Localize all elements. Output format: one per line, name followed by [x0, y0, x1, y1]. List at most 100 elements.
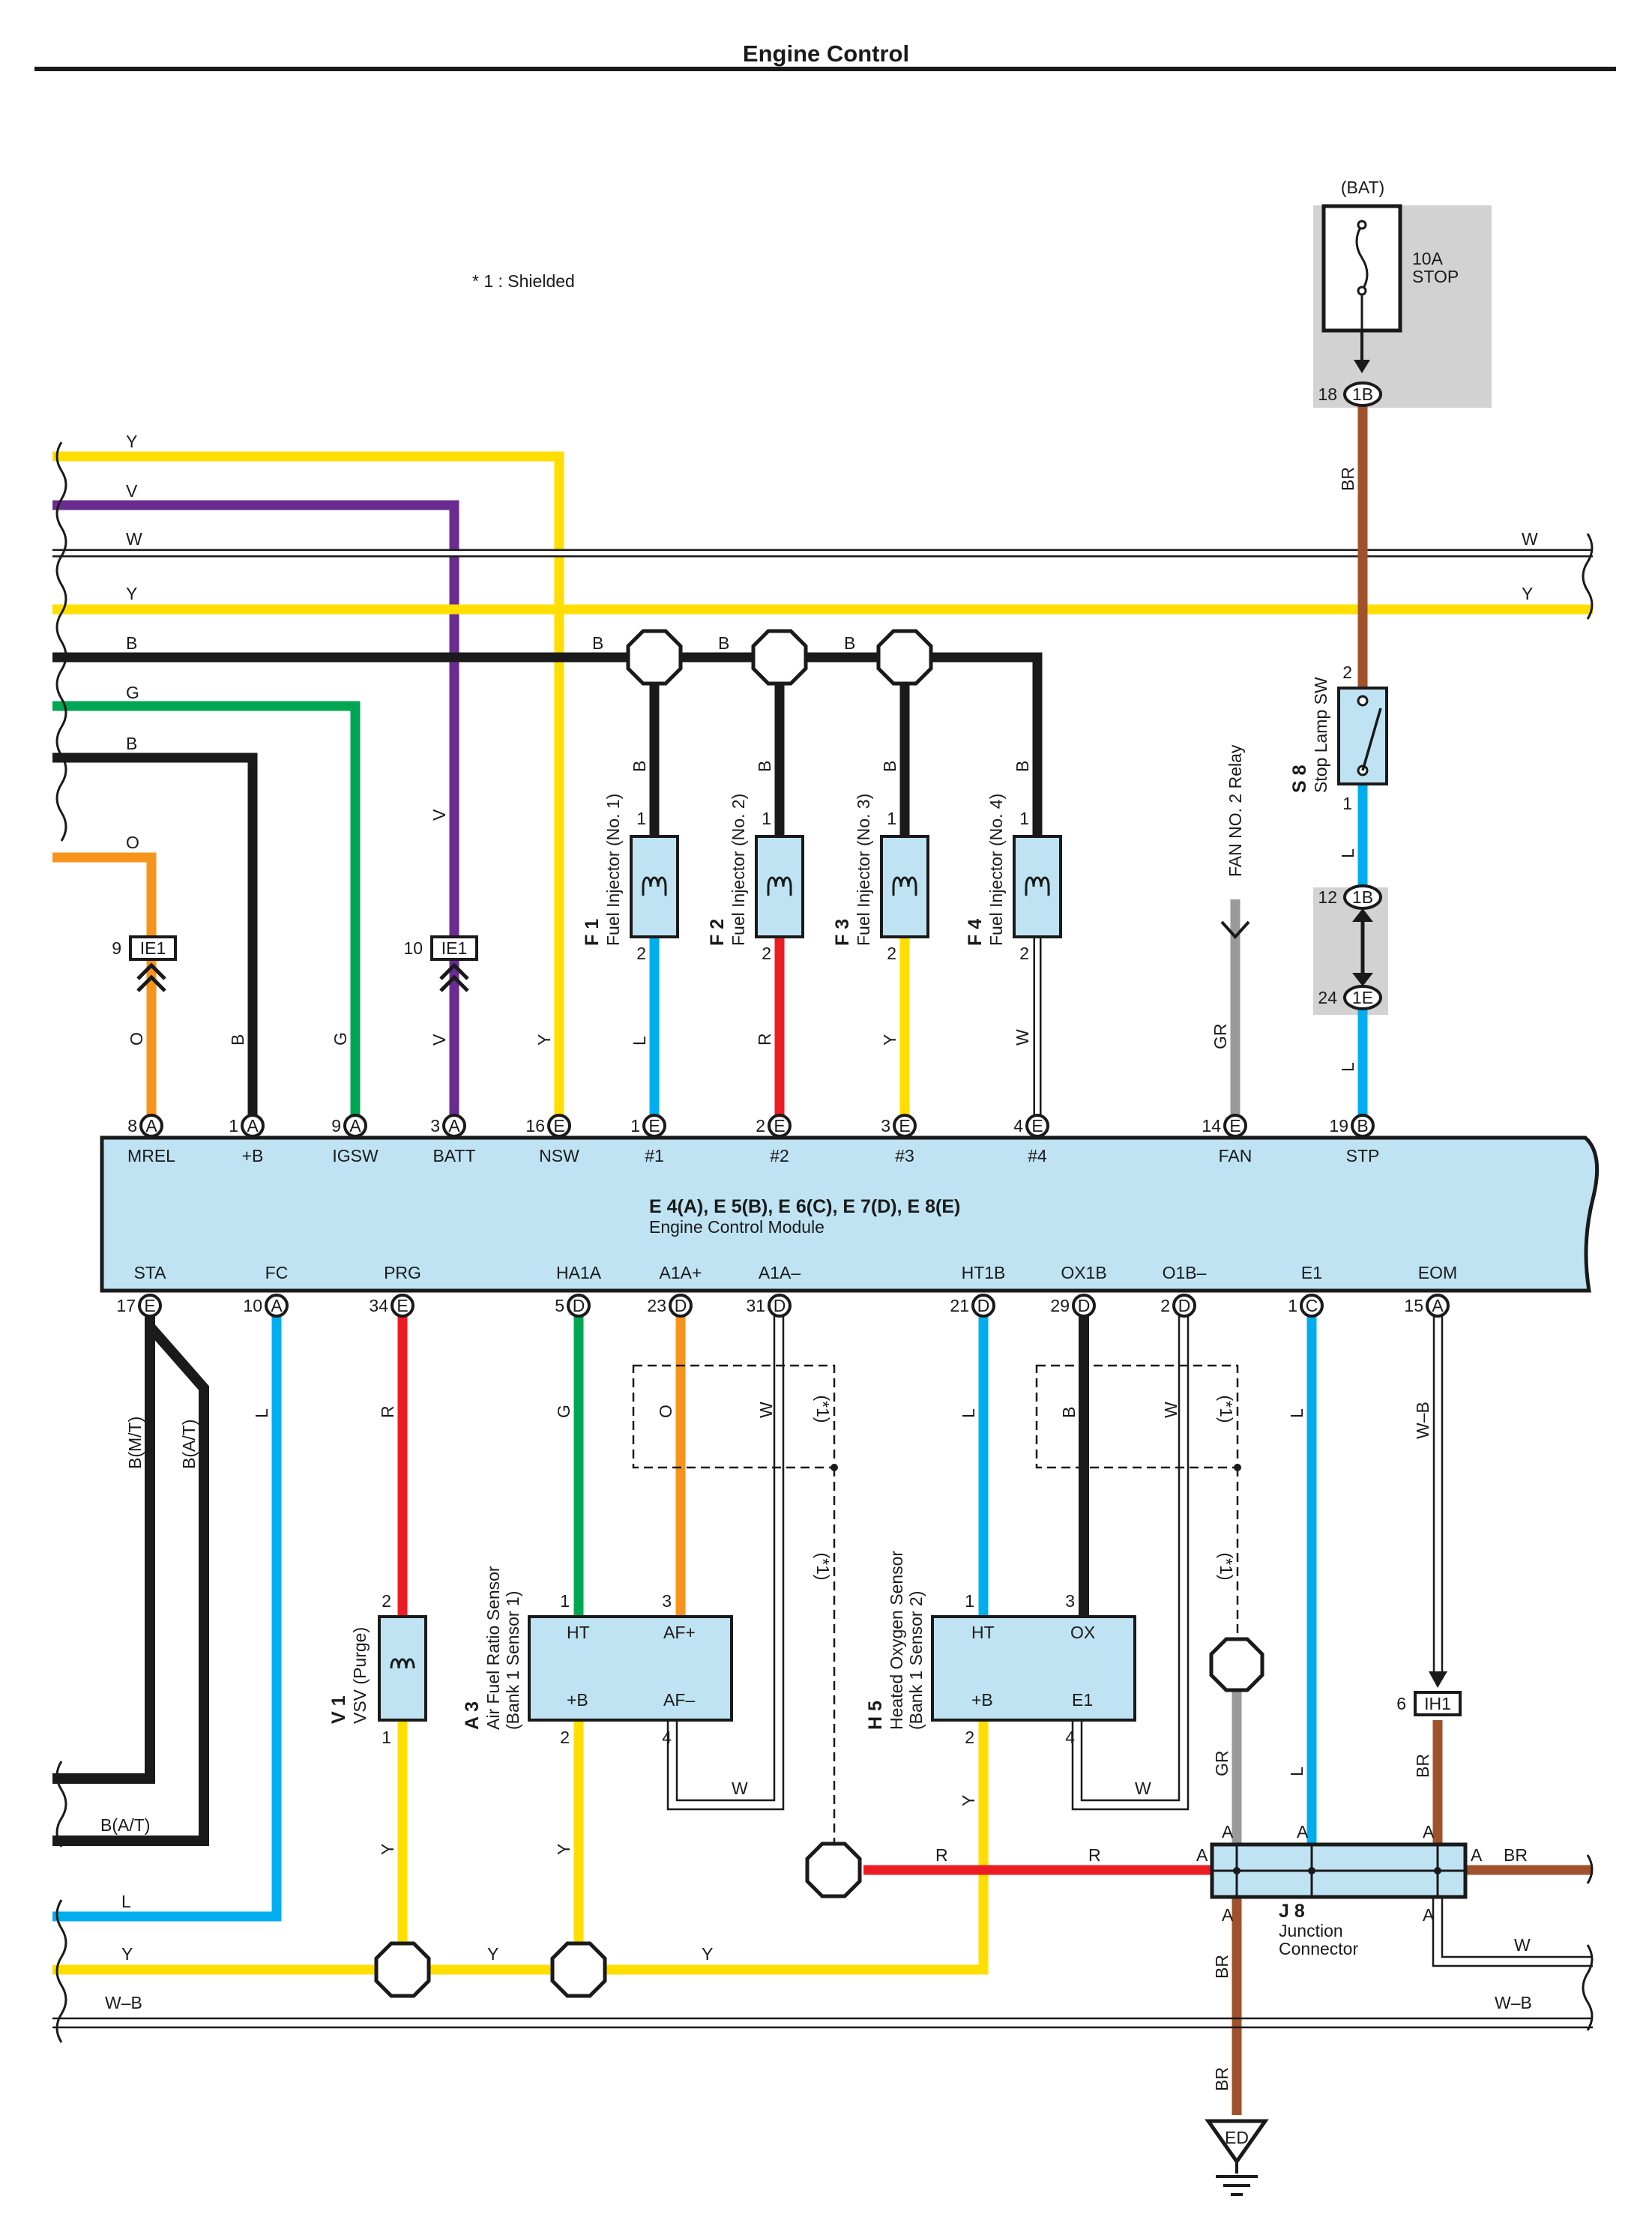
ie1-connector-a	[129, 935, 177, 961]
ih1-pin: 6	[1396, 1694, 1406, 1713]
vsv-pin-top: 2	[382, 1591, 391, 1611]
fuse-connector	[1343, 381, 1382, 407]
shield-label-o2: (*1)	[1217, 1395, 1236, 1423]
af-afp: AF+	[663, 1623, 696, 1642]
ecm-pin	[442, 1114, 466, 1138]
wire-color-label: GR	[1212, 1751, 1232, 1777]
af-p1: 1	[560, 1591, 570, 1611]
ecm-pin-number: 1	[630, 1116, 640, 1135]
ih1-connector	[1414, 1691, 1462, 1716]
wire-color-label: V	[126, 481, 138, 501]
ecm-name: E 4(A), E 5(B), E 6(C), E 7(D), E 8(E)	[649, 1196, 960, 1217]
ecm-pin-number: 3	[881, 1116, 890, 1135]
inj4-code: F 4	[965, 919, 986, 946]
ecm-pin-label: IGSW	[332, 1146, 379, 1165]
inj3-pin1: 1	[887, 809, 896, 828]
j8-code: J 8	[1279, 1901, 1305, 1922]
o2-ox: OX	[1070, 1623, 1095, 1642]
af-sensor	[528, 1615, 733, 1722]
shield-label-af: (*1)	[813, 1395, 833, 1423]
inj1-code: F 1	[582, 919, 603, 946]
ecm-pin-conn: E	[1229, 1116, 1240, 1135]
ecm-pin	[1025, 1114, 1049, 1138]
junction-connector-j8	[1210, 1842, 1468, 1899]
splice	[805, 1842, 862, 1898]
wire-color-label: Y	[126, 432, 137, 451]
fuse-source: (BAT)	[1341, 178, 1384, 197]
ecm-pin-conn: E	[899, 1116, 910, 1135]
ecm-pin-number: 29	[1050, 1296, 1070, 1315]
inj2-pin2: 2	[762, 944, 771, 963]
ecm-pin-label: FAN	[1219, 1146, 1252, 1165]
wire-color-label: BR	[1504, 1845, 1528, 1865]
ecm-pin-conn: E	[774, 1116, 785, 1135]
injector-f2	[755, 835, 804, 938]
ecm-pin-number: 31	[746, 1296, 765, 1315]
wire-color-label: L	[959, 1408, 978, 1418]
stop-conn-1e-pin: 24	[1318, 988, 1337, 1007]
ecm-pin-label: A1A–	[759, 1263, 801, 1282]
wire-color-label: R	[1088, 1845, 1101, 1865]
wire-color-label: W	[1514, 1935, 1531, 1955]
inj4-pin1: 1	[1019, 809, 1029, 828]
fuse-rating: 10A	[1412, 249, 1444, 268]
wire-color-label: A	[1297, 1822, 1309, 1842]
sw-pin-bottom: 1	[1342, 794, 1352, 813]
ecm-bottom-pins: E17STAA10FCE34PRGD5HA1AD23A1A+D31A1A–D21…	[116, 1263, 1457, 1318]
inj4-pin2: 2	[1019, 944, 1029, 963]
vsv-purge	[378, 1615, 427, 1722]
wire-b-top	[52, 652, 1043, 839]
wire-color-label: Y	[487, 1944, 498, 1964]
stop-conn-1b-pin: 12	[1318, 887, 1337, 907]
ecm-pin	[265, 1294, 289, 1318]
splices	[374, 629, 1264, 1998]
wire-color-label: W	[1013, 1029, 1032, 1046]
ecm-pin	[139, 1114, 163, 1138]
ecm-pin-label: #2	[770, 1146, 789, 1165]
ecm-pin-conn: E	[553, 1116, 564, 1135]
wire-color-label: A	[1222, 1905, 1234, 1925]
ecm-pin-number: 34	[369, 1296, 388, 1315]
wire-color-label: L	[1287, 1767, 1306, 1776]
o2-bp: +B	[971, 1690, 993, 1710]
injector-f4	[1013, 835, 1062, 938]
ecm-pin	[391, 1294, 414, 1318]
wire-color-label: B	[755, 761, 774, 772]
wire-color-label: B(M/T)	[125, 1417, 145, 1469]
wire-color-label: A	[1423, 1822, 1435, 1842]
af-p4: 4	[662, 1728, 672, 1747]
o2-sub: (Bank 1 Sensor 2)	[906, 1591, 926, 1730]
stop-lamp-switch	[1337, 687, 1388, 785]
wire-color-label: R	[935, 1845, 948, 1865]
splice	[550, 1941, 607, 1998]
wire-color-label: B	[1059, 1407, 1079, 1418]
af-p2: 2	[560, 1728, 570, 1747]
wire-color-label: Y	[554, 1844, 573, 1855]
ecm-pin-conn: D	[675, 1296, 687, 1315]
ecm-pin-conn: D	[1178, 1296, 1191, 1315]
ecm-pin-number: 17	[116, 1296, 136, 1315]
wire-color-label: GR	[1211, 1024, 1230, 1050]
ie1-a-label: IE1	[140, 938, 166, 958]
ecm-pin-conn: D	[1078, 1296, 1091, 1315]
ecm-pin-label: +B	[242, 1146, 264, 1165]
af-ht: HT	[567, 1623, 590, 1642]
af-code: A 3	[462, 1701, 483, 1730]
ecm-pin-label: HA1A	[556, 1263, 602, 1282]
wire-color-label: B	[592, 633, 603, 653]
injector-f3	[880, 835, 929, 938]
ecm-pin-conn: D	[774, 1296, 786, 1315]
wire-color-label: Y	[534, 1034, 554, 1046]
ecm-pin-label: MREL	[127, 1146, 175, 1165]
ecm-pin-conn: A	[349, 1116, 361, 1135]
ecm-pin	[971, 1294, 995, 1318]
o2-name: Heated Oxygen Sensor	[887, 1551, 906, 1730]
wire-color-label: B	[228, 1034, 247, 1046]
inj2-name: Fuel Injector (No. 2)	[729, 794, 748, 946]
ecm-pin	[1172, 1294, 1196, 1318]
ecm-pin-conn: D	[573, 1296, 585, 1315]
ecm-pin-label: STP	[1346, 1146, 1380, 1165]
fan-relay-name: FAN NO. 2 Relay	[1226, 744, 1245, 877]
ecm-pin-conn: C	[1306, 1296, 1318, 1315]
ecm-pin-number: 21	[950, 1296, 969, 1315]
